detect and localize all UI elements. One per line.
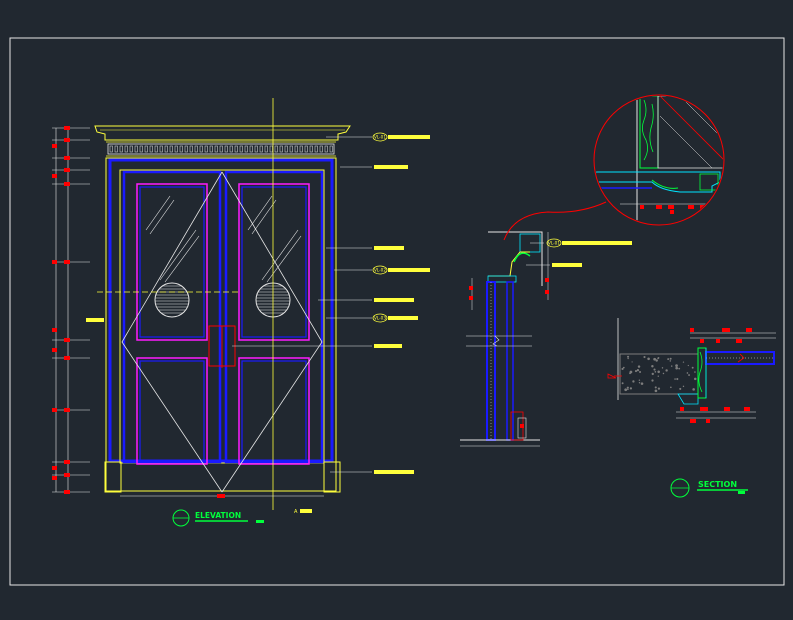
callout-tag: VL-03	[372, 313, 388, 323]
section-title: SECTION	[698, 480, 737, 489]
cornice	[94, 125, 351, 141]
axis-tag: A	[294, 509, 298, 515]
elevation-callout-text-blocks	[86, 135, 430, 474]
svg-text:VL-03: VL-03	[374, 316, 386, 321]
plinth-left	[104, 461, 122, 493]
svg-text:VL-01: VL-01	[548, 241, 560, 246]
lower-panel-right	[238, 357, 310, 465]
grille-left	[154, 282, 190, 318]
drawing-frame	[9, 37, 785, 586]
door-leaf-right	[224, 170, 324, 464]
swing-lines	[121, 171, 323, 493]
elevation-title: ELEVATION	[195, 511, 241, 520]
callout-tag: VL-01	[546, 238, 562, 248]
glass-panel-left	[136, 183, 208, 341]
glass-panel-right	[238, 183, 310, 341]
glass-hatch	[145, 195, 302, 283]
svg-text:VL-02: VL-02	[374, 268, 386, 273]
plinth-right	[323, 461, 341, 493]
door-section-vertical: VL-01	[460, 231, 632, 447]
lower-panel-left	[136, 357, 208, 465]
detail-callout-bubble	[503, 94, 725, 241]
door-leaf-left	[122, 170, 222, 464]
elevation-callouts	[86, 136, 372, 473]
callout-tag: VL-02	[372, 265, 388, 275]
door-section-horizontal	[607, 318, 776, 423]
svg-text:VL-01: VL-01	[374, 135, 386, 140]
section-title-block: SECTION	[670, 478, 748, 498]
callout-tag: VL-01	[372, 132, 388, 142]
left-dimension-chain	[52, 126, 90, 494]
dentil-band	[107, 143, 335, 155]
section-callout-text-blocks	[552, 241, 632, 267]
elevation-title-block: ELEVATION	[172, 509, 264, 527]
dentil-pattern	[109, 145, 333, 153]
